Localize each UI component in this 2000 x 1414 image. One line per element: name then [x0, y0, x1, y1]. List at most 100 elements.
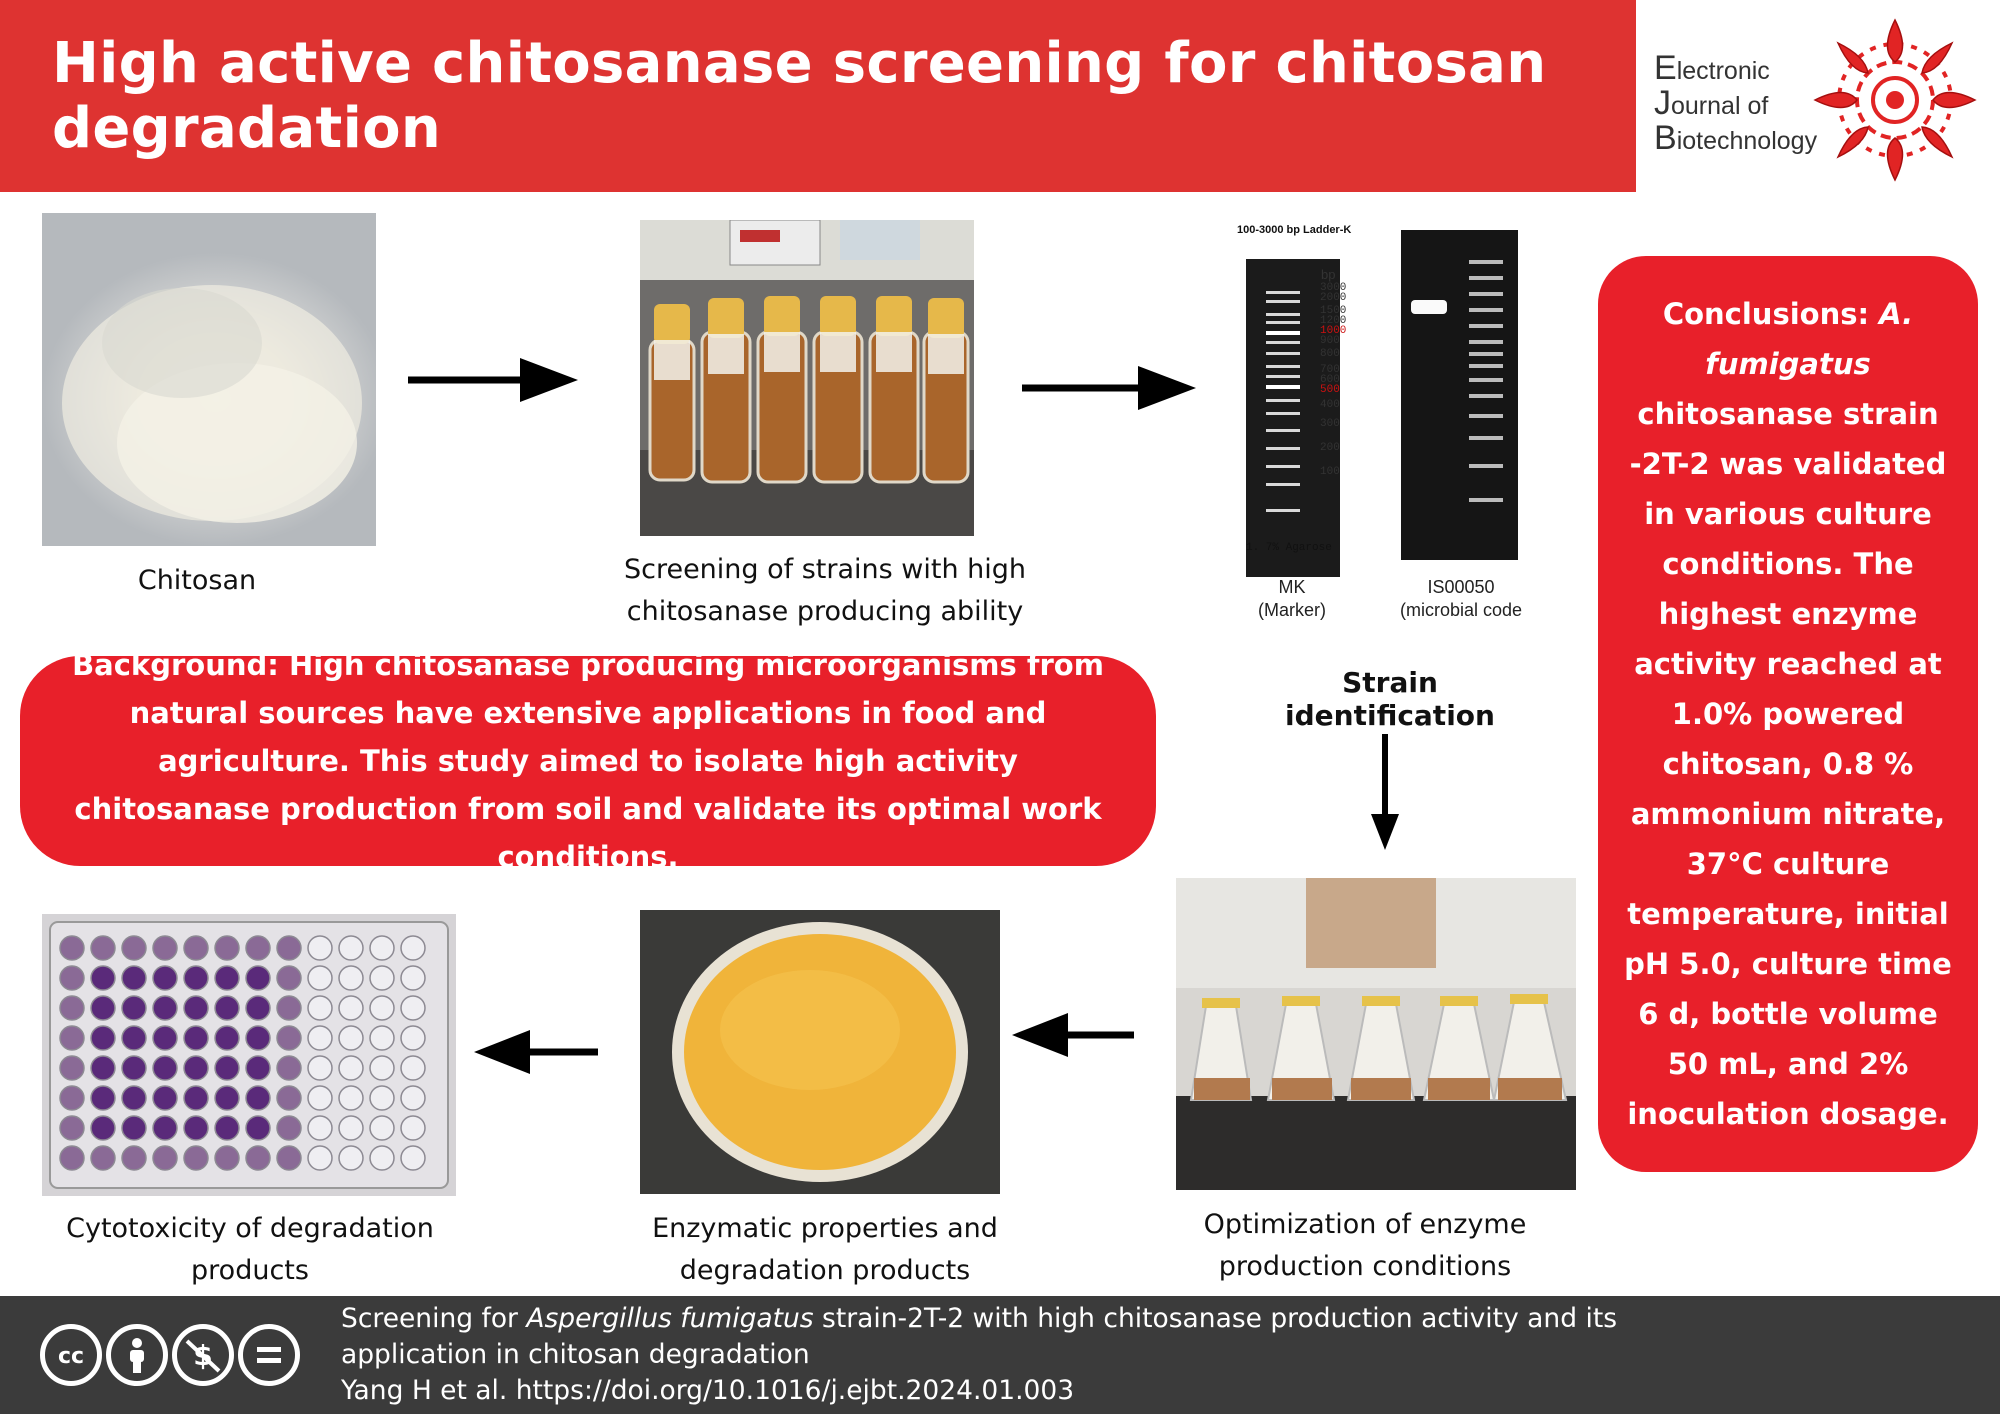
well: [152, 1145, 178, 1171]
well: [90, 965, 116, 991]
well: [245, 1085, 271, 1111]
by-icon[interactable]: [106, 1324, 168, 1386]
caption-enzymatic-line1: Enzymatic properties and: [652, 1213, 998, 1244]
well: [276, 935, 302, 961]
well: [214, 935, 240, 961]
caption-enzymatic: Enzymatic properties and degradation pro…: [620, 1208, 1030, 1292]
well: [183, 1115, 209, 1141]
logo-initial-b: B: [1654, 119, 1677, 157]
citation: Screening for Aspergillus fumigatus stra…: [341, 1301, 1617, 1409]
caption-optimization-line1: Optimization of enzyme: [1203, 1209, 1527, 1240]
license-icons: cc $: [40, 1324, 300, 1386]
well: [276, 995, 302, 1021]
well: [400, 1085, 426, 1111]
arrow-right-icon: [1022, 366, 1196, 410]
band-400: 400: [1320, 399, 1340, 411]
caption-optimization-line2: production conditions: [1218, 1251, 1512, 1282]
journal-logo: Electronic Journal of Biotechnology: [1636, 0, 2000, 192]
well: [338, 1055, 364, 1081]
well: [400, 965, 426, 991]
well: [214, 1115, 240, 1141]
gel-mk: MK: [1278, 577, 1306, 597]
well: [214, 1055, 240, 1081]
band-900: 900: [1320, 335, 1340, 347]
gel-ladder-title: 100-3000 bp Ladder-K: [1237, 224, 1352, 236]
band-200: 200: [1320, 442, 1340, 454]
well: [90, 1145, 116, 1171]
well: [245, 1055, 271, 1081]
well: [276, 1055, 302, 1081]
well: [59, 965, 85, 991]
band-500: 500: [1320, 384, 1340, 396]
well: [59, 1145, 85, 1171]
well: [121, 965, 147, 991]
well: [338, 965, 364, 991]
gel-mk-label: MK (Marker): [1236, 576, 1348, 620]
well: [90, 995, 116, 1021]
well: [245, 995, 271, 1021]
conclusions-box: Conclusions: A. fumigatus chitosanase st…: [1598, 256, 1978, 1172]
optimization-flasks-illustration: [1176, 878, 1576, 1190]
background-text: Background: High chitosanase producing m…: [72, 648, 1104, 874]
conclusions-text: chitosanase strain -2T-2 was validated i…: [1624, 397, 1952, 1131]
cc-icon[interactable]: cc: [40, 1324, 102, 1386]
well: [214, 1025, 240, 1051]
well: [369, 1085, 395, 1111]
citation-species: Aspergillus fumigatus: [526, 1303, 814, 1334]
well: [400, 1145, 426, 1171]
well: [121, 1145, 147, 1171]
well: [59, 1025, 85, 1051]
logo-text: Electronic Journal of Biotechnology: [1654, 51, 1818, 157]
well: [214, 1145, 240, 1171]
band-3000: 3000: [1320, 282, 1347, 294]
citation-line2: application in chitosan degradation: [341, 1339, 810, 1370]
band-2000: 2000: [1320, 292, 1347, 304]
well: [59, 995, 85, 1021]
well: [245, 965, 271, 991]
well: [276, 1085, 302, 1111]
well: [59, 935, 85, 961]
well: [183, 1145, 209, 1171]
band-300: 300: [1320, 418, 1340, 430]
well: [307, 1055, 333, 1081]
well: [152, 1115, 178, 1141]
well: [214, 965, 240, 991]
ladder-lane-marker: [1246, 259, 1340, 577]
yellow-powder-dish: [672, 922, 968, 1182]
arrow-down-icon: [1371, 734, 1399, 850]
well: [245, 935, 271, 961]
citation-doi[interactable]: Yang H et al. https://doi.org/10.1016/j.…: [341, 1375, 1075, 1406]
band-700: 700: [1320, 364, 1340, 376]
well: [338, 1115, 364, 1141]
caption-optimization: Optimization of enzyme production condit…: [1160, 1204, 1570, 1288]
arrow-left-icon: [1012, 1013, 1134, 1057]
well: [369, 935, 395, 961]
well: [152, 935, 178, 961]
well: [121, 1025, 147, 1051]
well: [121, 1085, 147, 1111]
well: [276, 1115, 302, 1141]
gel-band-labels: 3000 2000 1500 1200 1000 900 800 700 600…: [1320, 282, 1347, 478]
well: [307, 965, 333, 991]
well: [214, 1085, 240, 1111]
well: [90, 1025, 116, 1051]
well: [307, 935, 333, 961]
well: [400, 1025, 426, 1051]
well: [400, 935, 426, 961]
gel-electrophoresis-image: 100-3000 bp Ladder-K: [1236, 220, 1566, 620]
well: [369, 1145, 395, 1171]
gel-code: (microbial code number): [1399, 600, 1523, 620]
well: [152, 965, 178, 991]
nd-icon[interactable]: [238, 1324, 300, 1386]
caption-screening: Screening of strains with high chitosana…: [600, 549, 1050, 633]
logo-line3-rest: iotechnology: [1676, 127, 1818, 155]
powder-texture: [62, 285, 362, 523]
svg-text:cc: cc: [58, 1344, 84, 1369]
well: [369, 965, 395, 991]
well: [183, 1085, 209, 1111]
well: [59, 1115, 85, 1141]
nc-icon[interactable]: $: [172, 1324, 234, 1386]
well: [59, 1055, 85, 1081]
well: [369, 1055, 395, 1081]
well: [400, 1055, 426, 1081]
